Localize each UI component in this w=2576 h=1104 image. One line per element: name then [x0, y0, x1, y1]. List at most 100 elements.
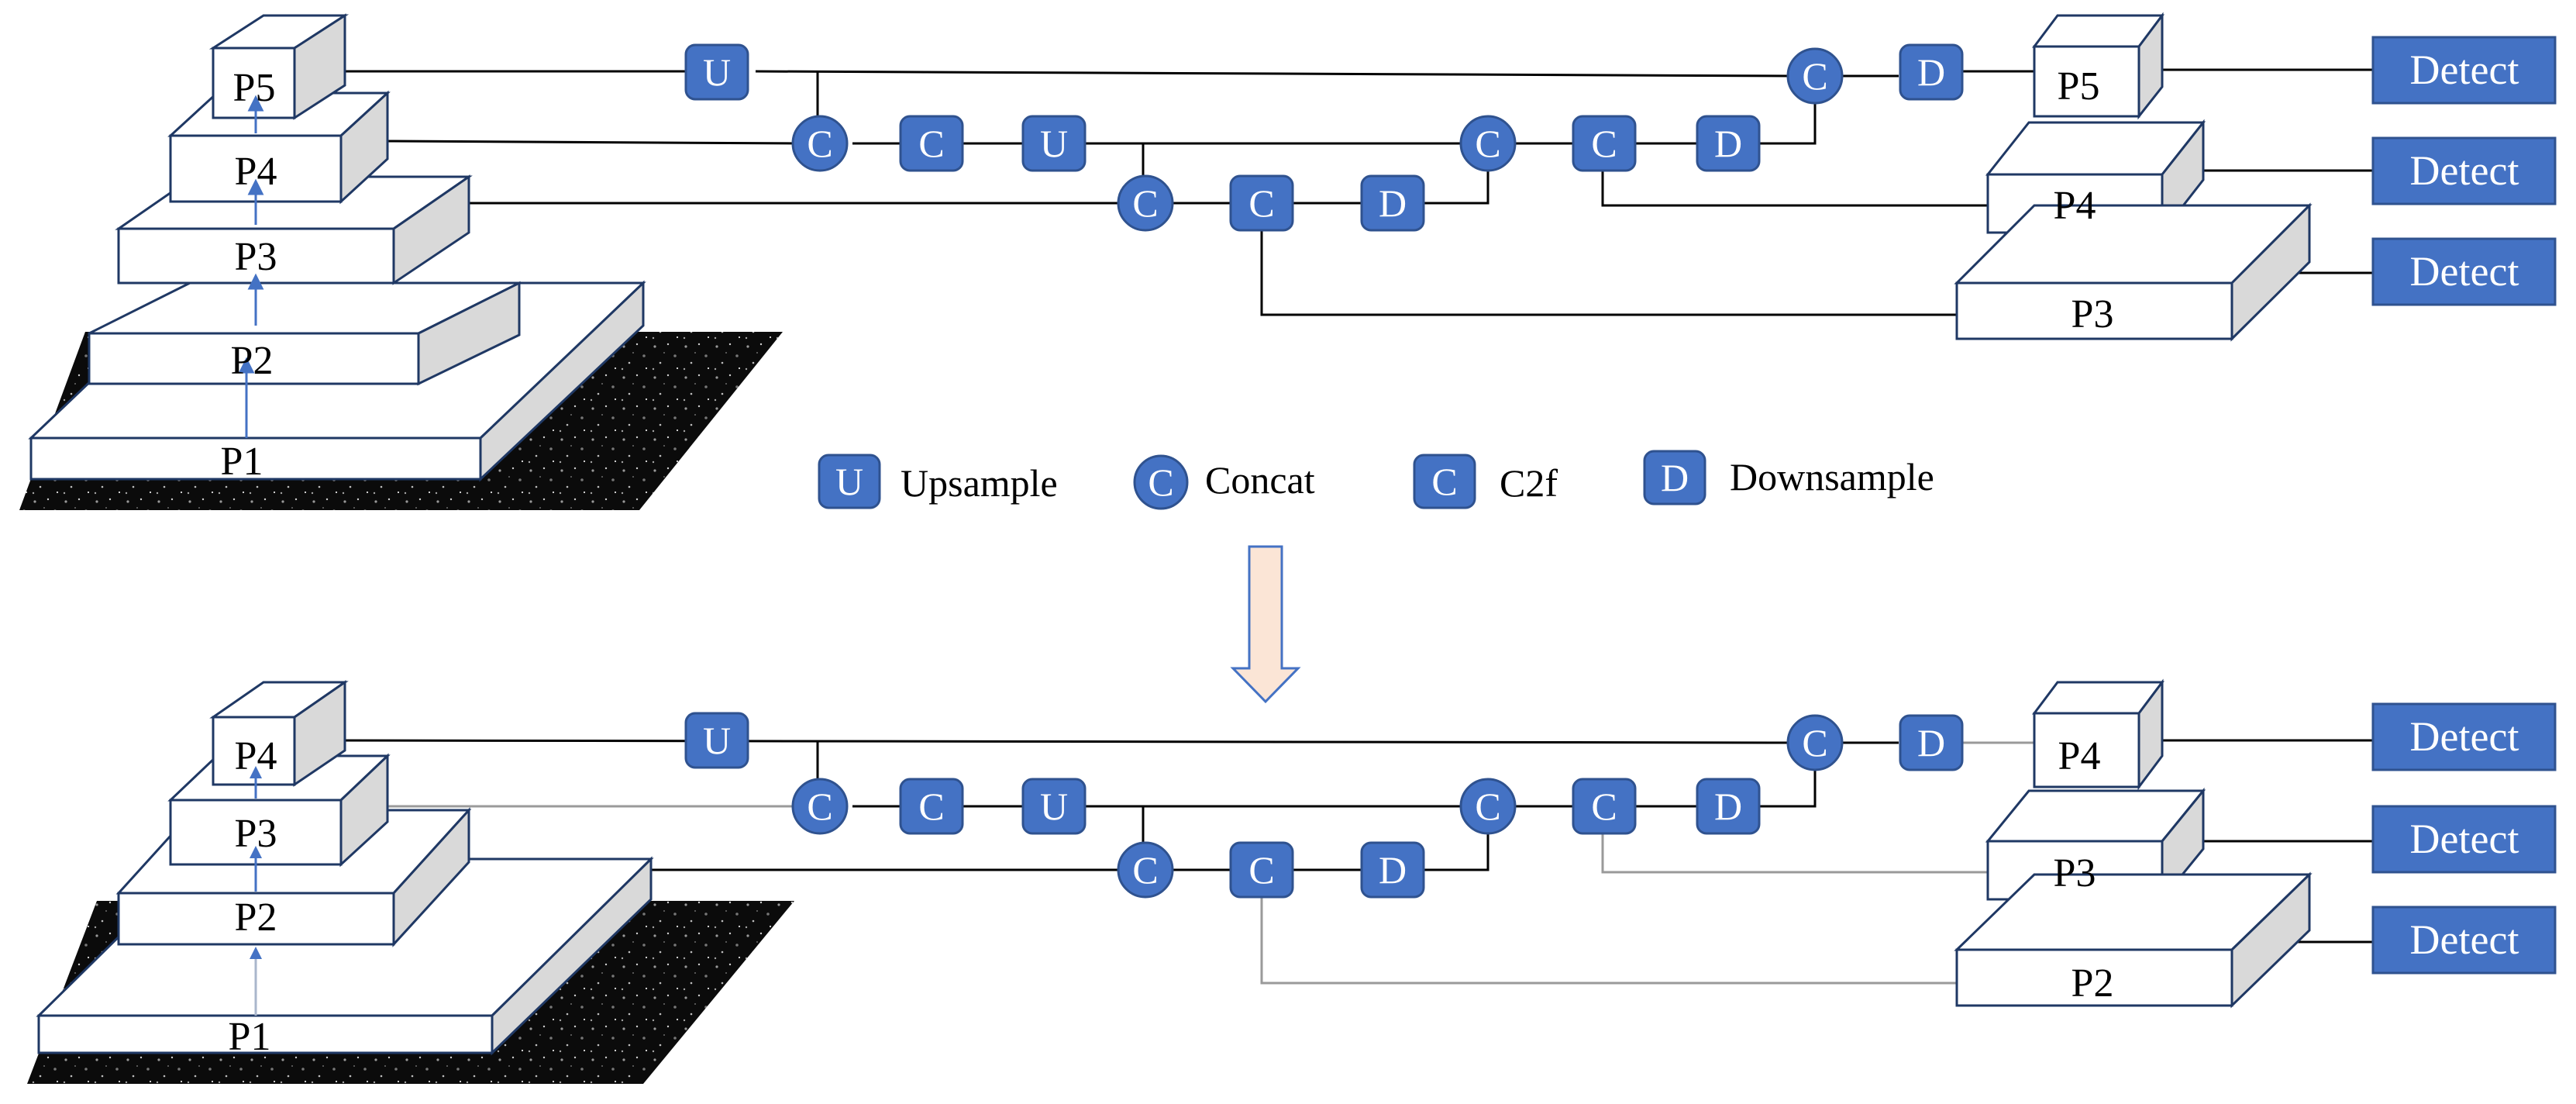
- top-downsample-letter-1: D: [1379, 181, 1407, 225]
- bottom-upsample-letter-2: U: [1040, 785, 1068, 828]
- bottom-upsample-node-2: [1021, 778, 1087, 835]
- top-concat-letter-3: C: [1475, 122, 1500, 165]
- bottom-pyramid-label-p3: P3: [235, 812, 277, 856]
- bottom-detect-label-3: Detect: [2410, 916, 2519, 963]
- top-detect-heads: Detect Detect Detect: [2371, 36, 2557, 306]
- top-pyramid-labels: P1 P2 P3 P4 P5: [221, 66, 277, 484]
- bottom-downsample-letter-3: D: [1917, 721, 1945, 764]
- bottom-pyramid-label-p4: P4: [235, 734, 277, 778]
- bottom-downsample-letter-1: D: [1379, 848, 1407, 892]
- bottom-pyramid-label-p1: P1: [229, 1015, 271, 1059]
- legend-upsample-label: Upsample: [901, 461, 1058, 505]
- legend-downsample-icon: [1643, 450, 1706, 505]
- top-architecture: P1 P2 P3 P4 P5 P5 P4 P3: [19, 12, 2557, 510]
- transition-down-arrow-icon: [1230, 545, 1301, 704]
- top-concat-node-3: [1459, 115, 1517, 172]
- top-concat-letter-4: C: [1802, 54, 1827, 98]
- top-downsample-letter-2: D: [1714, 122, 1742, 165]
- bottom-downsample-letter-2: D: [1714, 785, 1742, 828]
- legend-c2f-letter: C: [1431, 460, 1457, 503]
- bottom-c2f-node-3: [1572, 778, 1637, 835]
- top-detect-head-1: [2371, 36, 2557, 105]
- top-detect-label-3: Detect: [2410, 248, 2519, 295]
- bottom-concat-letter-2: C: [1132, 848, 1158, 892]
- bottom-downsample-node-1: [1360, 841, 1425, 899]
- bottom-detect-head-1: [2371, 702, 2557, 771]
- top-output-label-0: P5: [2058, 64, 2100, 109]
- bottom-output-label-0: P4: [2058, 734, 2101, 778]
- top-output-label-2: P3: [2071, 292, 2114, 336]
- bottom-concat-node-3: [1459, 778, 1517, 835]
- top-detect-head-3: [2371, 237, 2557, 306]
- legend-downsample-letter: D: [1661, 456, 1689, 499]
- bottom-pyramid-labels: P1 P2 P3 P4: [229, 734, 277, 1059]
- top-concat-node-2: [1117, 174, 1174, 232]
- legend: U Upsample C Concat C C2f D Downsample: [818, 450, 1934, 510]
- bottom-output-boxes: [1954, 678, 2313, 1009]
- top-neck-node-letters: U C C U C C D C C D C D: [703, 50, 1945, 225]
- bottom-c2f-letter-2: C: [1248, 848, 1274, 892]
- top-detect-label-1: Detect: [2410, 47, 2519, 93]
- bottom-detect-label-2: Detect: [2410, 816, 2519, 862]
- bottom-downsample-node-3: [1899, 714, 1964, 771]
- bottom-upsample-letter-1: U: [703, 719, 731, 762]
- top-upsample-node-2: [1021, 115, 1087, 172]
- bottom-c2f-node-2: [1229, 841, 1294, 899]
- bottom-concat-node-1: [791, 778, 849, 835]
- bottom-neck-node-letters: U C C U C C D C C D C D: [703, 719, 1945, 892]
- bottom-neck-nodes: [684, 712, 1964, 899]
- top-c2f-node-2: [1229, 174, 1294, 232]
- top-upsample-letter-1: U: [703, 50, 731, 94]
- bottom-concat-letter-1: C: [807, 785, 832, 828]
- top-pyramid-label-p5: P5: [233, 66, 276, 110]
- top-pyramid-label-p4: P4: [235, 150, 277, 194]
- bottom-connection-lines: [329, 739, 2373, 985]
- top-c2f-node-3: [1572, 115, 1637, 172]
- bottom-concat-letter-4: C: [1802, 721, 1827, 764]
- top-output-labels: P5 P4 P3: [2054, 64, 2114, 336]
- top-detect-head-2: [2371, 136, 2557, 205]
- bottom-upsample-node-1: [684, 712, 749, 769]
- top-c2f-letter-3: C: [1591, 122, 1617, 165]
- top-c2f-node-1: [899, 115, 964, 172]
- bottom-concat-node-4: [1786, 714, 1844, 771]
- top-detect-label-2: Detect: [2410, 147, 2519, 194]
- legend-concat-letter: C: [1148, 461, 1173, 504]
- bottom-upward-arrows: [250, 766, 262, 1016]
- top-upward-arrows: [238, 95, 264, 438]
- bottom-c2f-letter-3: C: [1591, 785, 1617, 828]
- bottom-downsample-node-2: [1696, 778, 1761, 835]
- bottom-concat-letter-3: C: [1475, 785, 1500, 828]
- top-neck-nodes: [684, 43, 1964, 232]
- top-concat-node-1: [791, 115, 849, 172]
- top-pyramid-label-p3: P3: [235, 235, 277, 279]
- top-downsample-node-2: [1696, 115, 1761, 172]
- legend-upsample-letter: U: [835, 460, 863, 503]
- legend-upsample-icon: [818, 454, 881, 509]
- bottom-pyramid-label-p2: P2: [235, 895, 277, 940]
- bottom-c2f-letter-1: C: [918, 785, 944, 828]
- legend-concat-icon: [1133, 454, 1189, 510]
- bottom-architecture: P1 P2 P3 P4 P4 P3 P2 Detect: [27, 678, 2557, 1084]
- top-concat-letter-1: C: [807, 122, 832, 165]
- legend-downsample-label: Downsample: [1730, 455, 1934, 499]
- bottom-detect-label-1: Detect: [2410, 713, 2519, 760]
- bottom-input-pyramid: [36, 680, 654, 1056]
- top-downsample-node-3: [1899, 43, 1964, 101]
- top-input-pyramid: [28, 13, 646, 482]
- top-downsample-node-1: [1360, 174, 1425, 232]
- top-c2f-letter-2: C: [1248, 181, 1274, 225]
- bottom-detect-head-3: [2371, 906, 2557, 975]
- top-concat-letter-2: C: [1132, 181, 1158, 225]
- top-c2f-letter-1: C: [918, 122, 944, 165]
- bottom-detect-head-2: [2371, 805, 2557, 874]
- top-upsample-letter-2: U: [1040, 122, 1068, 165]
- legend-c2f-label: C2f: [1500, 461, 1558, 505]
- bottom-concat-node-2: [1117, 841, 1174, 899]
- bottom-output-labels: P4 P3 P2: [2054, 734, 2114, 1006]
- top-pyramid-label-p2: P2: [231, 339, 274, 383]
- bottom-c2f-node-1: [899, 778, 964, 835]
- legend-c2f-icon: [1413, 454, 1476, 509]
- top-output-boxes: [1954, 12, 2313, 342]
